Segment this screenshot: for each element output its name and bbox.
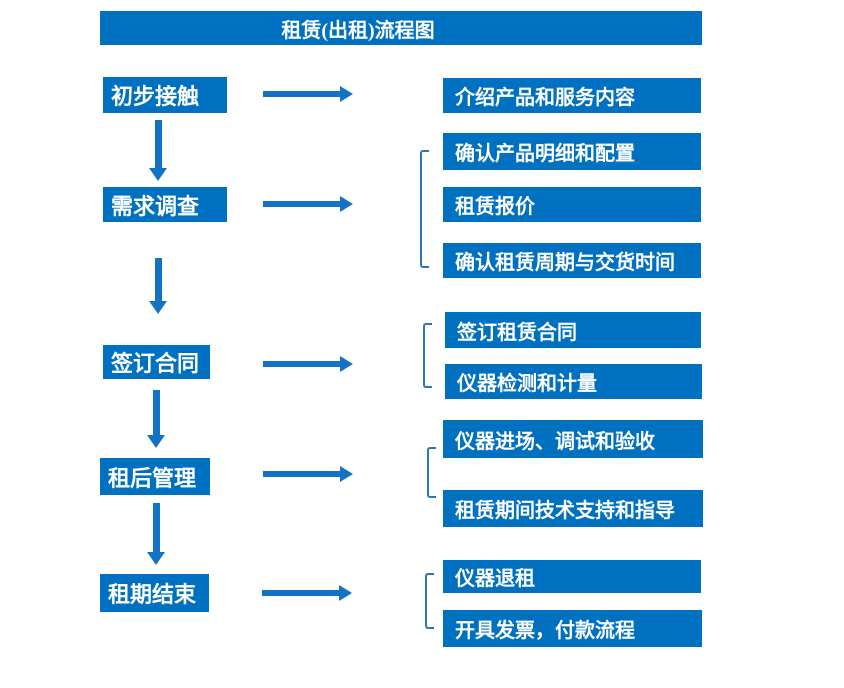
detail-box-invoice-payment-process: 开具发票，付款流程 [443, 610, 702, 647]
arrow-down-icon [149, 258, 167, 314]
detail-box-introduce-products-services: 介绍产品和服务内容 [443, 78, 701, 113]
detail-box-instrument-return: 仪器退租 [443, 560, 701, 593]
arrow-right-icon [263, 196, 353, 212]
bracket-group-post-rental [427, 447, 436, 498]
step-box-initial-contact: 初步接触 [103, 77, 227, 113]
detail-box-confirm-product-details: 确认产品明细和配置 [443, 133, 701, 170]
detail-box-instrument-setup-acceptance: 仪器进场、调试和验收 [443, 420, 703, 458]
step-box-sign-contract: 签订合同 [103, 345, 210, 379]
arrow-right-icon [263, 86, 353, 102]
step-box-rental-period-end: 租期结束 [100, 574, 209, 612]
detail-box-instrument-testing-metering: 仪器检测和计量 [445, 364, 702, 399]
arrow-right-icon [262, 585, 352, 601]
arrow-right-icon [263, 356, 353, 372]
detail-box-technical-support-guidance: 租赁期间技术支持和指导 [443, 490, 703, 527]
bracket-group-rental-end [425, 573, 434, 629]
flowchart-title: 租赁(出租)流程图 [100, 11, 702, 45]
step-box-demand-survey: 需求调查 [103, 187, 227, 222]
arrow-down-icon [147, 503, 165, 565]
step-box-post-rental-management: 租后管理 [100, 458, 210, 495]
bracket-group-sign-contract [423, 323, 432, 388]
arrow-right-icon [263, 466, 353, 482]
detail-box-rental-quotation: 租赁报价 [443, 187, 701, 222]
detail-box-confirm-rental-period-delivery: 确认租赁周期与交货时间 [443, 243, 701, 278]
bracket-group-demand-survey [420, 150, 429, 268]
arrow-down-icon [147, 390, 165, 448]
detail-box-sign-rental-contract: 签订租赁合同 [445, 312, 701, 348]
arrow-down-icon [149, 120, 167, 181]
